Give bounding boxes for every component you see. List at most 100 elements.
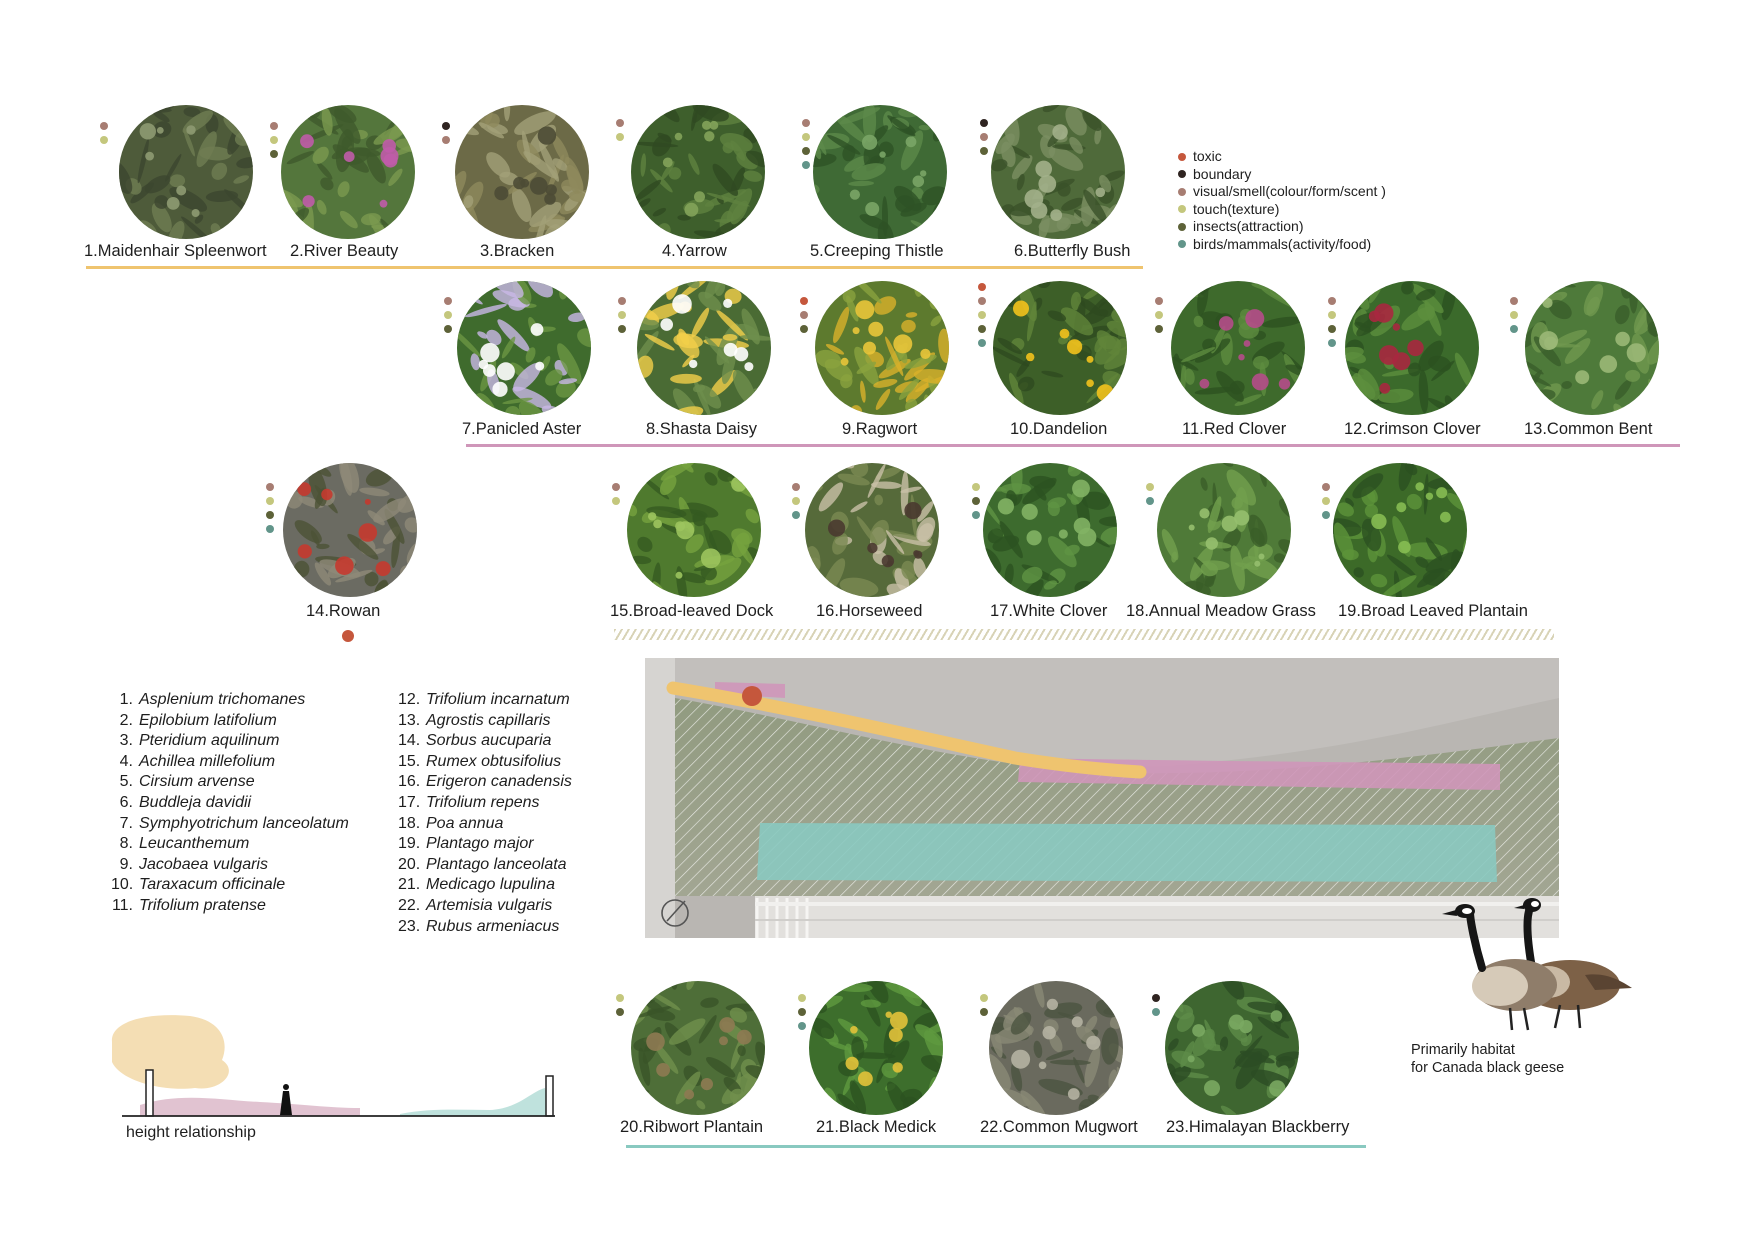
category-dot-touch xyxy=(792,497,800,505)
plant-photo xyxy=(455,105,589,239)
species-number: 23. xyxy=(398,917,421,935)
category-dot-birds xyxy=(978,339,986,347)
category-dot-insects xyxy=(802,147,810,155)
category-dots xyxy=(270,122,278,164)
legend-dot xyxy=(1178,240,1186,249)
category-dot-insects xyxy=(980,147,988,155)
plant-photo xyxy=(457,281,591,415)
group2-underline xyxy=(466,444,1680,447)
group1-underline xyxy=(86,266,1143,269)
category-dots xyxy=(980,119,988,161)
category-dot-insects xyxy=(616,1008,624,1016)
category-dot-birds xyxy=(792,511,800,519)
geese-caption-line1: Primarily habitat xyxy=(1411,1042,1515,1058)
category-dot-touch xyxy=(798,994,806,1002)
category-dot-birds xyxy=(1322,511,1330,519)
legend-label: insects(attraction) xyxy=(1193,218,1304,234)
category-dot-insects xyxy=(266,511,274,519)
species-scientific-name: Cirsium arvense xyxy=(139,773,255,791)
species-row: 22.Artemisia vulgaris xyxy=(398,896,572,917)
category-dot-visual xyxy=(1328,297,1336,305)
species-row: 12. Trifolium incarnatum xyxy=(398,690,572,711)
plant-photo xyxy=(627,463,761,597)
species-row: 17.Trifolium repens xyxy=(398,793,572,814)
category-dot-boundary xyxy=(980,119,988,127)
species-scientific-name: Agrostis capillaris xyxy=(426,711,551,729)
category-dot-visual xyxy=(442,136,450,144)
plant-photo xyxy=(815,281,949,415)
species-row: 21.Medicago lupulina xyxy=(398,875,572,896)
species-scientific-name: Trifolium incarnatum xyxy=(426,691,570,708)
plant-photo xyxy=(993,281,1127,415)
group3-hatched-underline xyxy=(614,629,1554,640)
species-scientific-name: Pteridium aquilinum xyxy=(139,732,280,750)
plant-name: 22.Common Mugwort xyxy=(980,1118,1138,1136)
category-dot-touch xyxy=(1322,497,1330,505)
species-row: 2.Epilobium latifolium xyxy=(111,711,349,732)
category-dots xyxy=(618,297,626,339)
legend-item-insects: insects(attraction) xyxy=(1178,218,1386,236)
category-dot-birds xyxy=(1328,339,1336,347)
site-aerial-map xyxy=(645,658,1559,938)
legend-dot xyxy=(1178,170,1186,179)
species-number: 13. xyxy=(398,711,421,729)
species-row: 23. Rubus armeniacus xyxy=(398,917,572,938)
plant-photo xyxy=(283,463,417,597)
species-scientific-name: Rubus armeniacus xyxy=(426,917,560,935)
species-scientific-name: Rumex obtusifolius xyxy=(426,752,562,770)
site-map-svg xyxy=(645,658,1559,938)
species-scientific-name: Trifolium pratense xyxy=(139,896,266,914)
species-scientific-name: Poa annua xyxy=(426,814,504,832)
species-number: 3. xyxy=(119,732,133,750)
category-dots xyxy=(800,297,808,339)
category-dots xyxy=(978,283,986,353)
category-dot-insects xyxy=(800,325,808,333)
species-scientific-name: Medicago lupulina xyxy=(426,876,555,894)
category-dot-insects xyxy=(1155,325,1163,333)
species-number: 15. xyxy=(398,752,421,770)
species-row: 9.Jacobaea vulgaris xyxy=(111,855,349,876)
species-scientific-name: Achillea millefolium xyxy=(139,752,276,770)
legend-label: boundary xyxy=(1193,165,1252,182)
species-row: 20.Plantago lanceolata xyxy=(398,855,572,876)
category-dot-visual xyxy=(100,122,108,130)
plant-photo xyxy=(631,105,765,239)
plant-photo xyxy=(1157,463,1291,597)
category-dot-toxic xyxy=(978,283,986,291)
category-dots xyxy=(1146,483,1154,511)
plant-name: 18.Annual Meadow Grass xyxy=(1126,602,1316,620)
legend-label: visual/smell(colour/form/scent ) xyxy=(1193,183,1386,199)
species-scientific-name: Trifolium repens xyxy=(426,793,540,811)
category-dot-visual xyxy=(1155,297,1163,305)
species-number: 8. xyxy=(119,835,133,853)
legend-item-toxic: toxic xyxy=(1178,148,1386,166)
plant-photo xyxy=(631,981,765,1115)
category-dot-touch xyxy=(972,483,980,491)
category-dots xyxy=(266,483,274,539)
legend-item-birds: birds/mammals(activity/food) xyxy=(1178,236,1386,254)
category-dots xyxy=(616,994,624,1022)
category-dot-insects xyxy=(1328,325,1336,333)
legend-dot xyxy=(1178,205,1186,214)
category-dot-boundary xyxy=(442,122,450,130)
category-dots xyxy=(1322,483,1330,525)
zone-yellow-path xyxy=(666,681,1147,779)
height-relationship-label: height relationship xyxy=(126,1124,256,1141)
category-dot-touch xyxy=(616,994,624,1002)
category-dot-toxic xyxy=(342,630,354,642)
species-scientific-name: Sorbus aucuparia xyxy=(426,732,552,750)
category-dots xyxy=(1328,297,1336,353)
species-number: 12. xyxy=(398,691,421,708)
category-dot-visual xyxy=(980,133,988,141)
species-number: 18. xyxy=(398,814,421,832)
species-scientific-name: Plantago major xyxy=(426,835,534,853)
plant-name: 11.Red Clover xyxy=(1182,420,1287,438)
plant-name: 5.Creeping Thistle xyxy=(810,242,944,260)
species-number: 16. xyxy=(398,773,421,791)
plant-name: 14.Rowan xyxy=(306,602,381,620)
category-dot-birds xyxy=(1152,1008,1160,1016)
geese-caption: Primarily habitat for Canada black geese xyxy=(1411,1041,1564,1077)
category-dot-visual xyxy=(618,297,626,305)
category-dot-visual xyxy=(270,122,278,130)
